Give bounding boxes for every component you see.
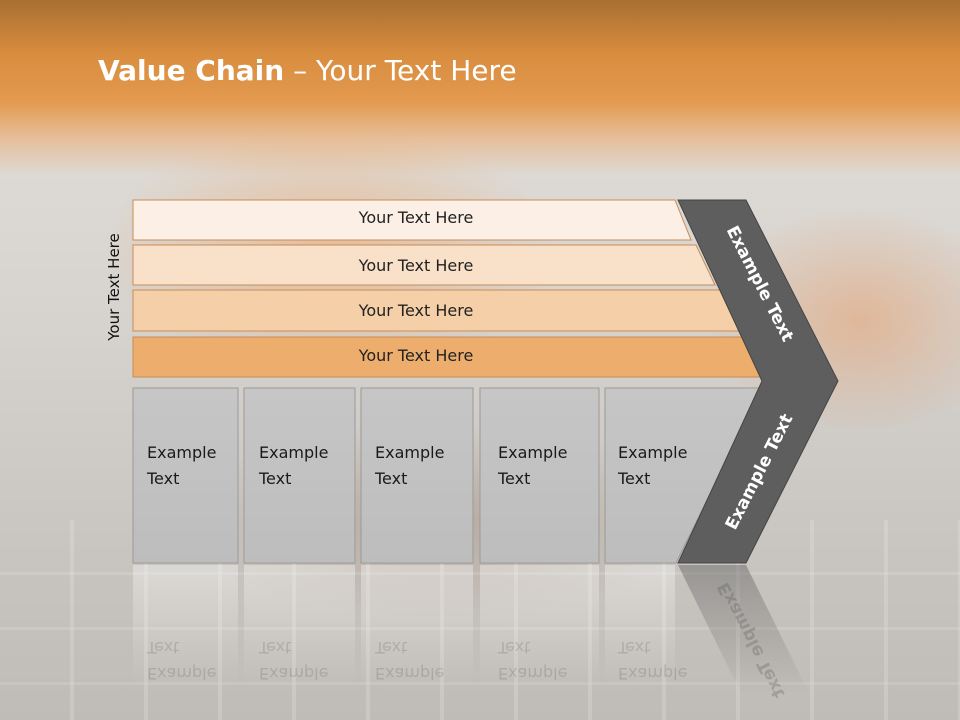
chevron-reflection <box>678 565 810 695</box>
bar-label-3: Your Text Here <box>358 301 474 320</box>
bar-label-1: Your Text Here <box>358 208 474 227</box>
slide-title: Value Chain – Your Text Here <box>98 54 517 87</box>
column-2 <box>243 387 356 564</box>
column-text-4: Example Text <box>498 443 568 488</box>
column-3-reflection <box>361 565 473 685</box>
bar-label-2: Your Text Here <box>358 256 474 275</box>
header-band <box>0 0 960 175</box>
bar-1 <box>132 199 692 241</box>
column-text-2-reflection: Example Text <box>259 638 329 683</box>
column-3 <box>360 387 474 564</box>
title-bold: Value Chain <box>98 54 285 87</box>
column-text-4-reflection: Example Text <box>498 638 568 683</box>
column-5 <box>604 387 763 564</box>
bar-label-4: Your Text Here <box>358 346 474 365</box>
column-1-reflection <box>133 565 238 685</box>
column-text-3-reflection: Example Text <box>375 638 445 683</box>
column-4 <box>479 387 600 564</box>
bar-2 <box>132 244 716 286</box>
column-text-3: Example Text <box>375 443 445 488</box>
column-5-reflection <box>605 565 675 685</box>
column-text-1-reflection: Example Text <box>147 638 217 683</box>
chevron-arrow <box>677 199 839 564</box>
column-2-reflection <box>244 565 355 685</box>
column-text-2: Example Text <box>259 443 329 488</box>
column-1 <box>132 387 239 564</box>
column-text-5-reflection: Example Text <box>618 638 688 683</box>
title-rest: – Your Text Here <box>284 54 517 87</box>
column-text-5: Example Text <box>618 443 688 488</box>
column-text-1: Example Text <box>147 443 217 488</box>
column-4-reflection <box>480 565 599 685</box>
